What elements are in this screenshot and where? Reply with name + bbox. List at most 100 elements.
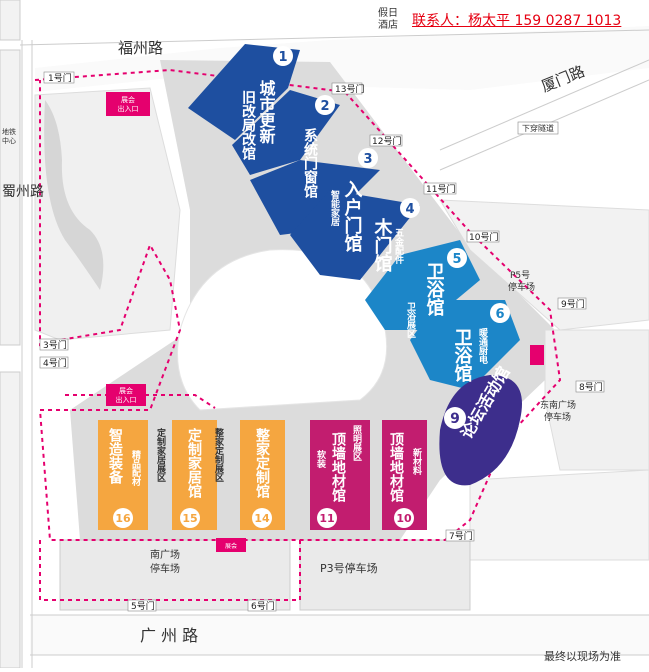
svg-text:9号门: 9号门 [561, 298, 585, 310]
hall-4[interactable] [290, 190, 420, 280]
map-block [469, 469, 649, 561]
hall-3[interactable] [250, 160, 380, 235]
map-block [0, 49, 21, 346]
svg-text:3: 3 [363, 152, 372, 167]
hall-1[interactable] [188, 44, 300, 140]
hall-num-4: 4 [400, 198, 420, 218]
svg-text:整家定制展区: 整家定制展区 [213, 427, 225, 482]
p3-parking [299, 539, 471, 611]
svg-text:6: 6 [495, 307, 504, 322]
svg-text:展会: 展会 [121, 95, 135, 104]
svg-text:1号门: 1号门 [48, 72, 72, 84]
svg-text:1: 1 [278, 50, 287, 65]
svg-text:14: 14 [254, 512, 270, 525]
svg-text:整家定制馆: 整家定制馆 [254, 427, 271, 499]
svg-text:2: 2 [320, 99, 329, 114]
hall-9[interactable] [439, 375, 522, 486]
svg-text:卫浴馆: 卫浴馆 [424, 262, 445, 317]
svg-text:15: 15 [182, 512, 197, 525]
svg-text:城市更新: 城市更新 [257, 80, 276, 145]
label-p5: P5号 [510, 270, 530, 281]
svg-text:暖通厨电: 暖通厨电 [477, 327, 488, 365]
svg-text:出入口: 出入口 [116, 395, 137, 404]
hall-num-11: 11 [317, 508, 337, 528]
hall-num-2: 2 [315, 95, 335, 115]
hall-num-3: 3 [358, 148, 378, 168]
svg-text:4号门: 4号门 [43, 357, 67, 369]
svg-text:13号门: 13号门 [335, 83, 364, 95]
svg-text:智能家居: 智能家居 [329, 189, 340, 227]
road-guangzhou: 广 州 路 [140, 626, 198, 645]
svg-text:4: 4 [405, 202, 414, 217]
map-block [0, 0, 21, 41]
svg-text:入户门馆: 入户门馆 [342, 180, 363, 253]
svg-text:12号门: 12号门 [372, 135, 401, 147]
svg-text:停车场: 停车场 [508, 281, 535, 293]
svg-text:定制家居馆: 定制家居馆 [186, 427, 202, 499]
hall-num-14: 14 [252, 508, 272, 528]
road-shuzhou: 蜀州路 [2, 184, 44, 200]
svg-text:精品配材: 精品配材 [130, 449, 142, 487]
leaf-shape [44, 100, 104, 290]
svg-text:9: 9 [450, 411, 460, 427]
hall-num-16: 16 [113, 508, 133, 528]
svg-text:停车场: 停车场 [544, 411, 571, 423]
svg-text:出入口: 出入口 [118, 104, 139, 113]
svg-text:系统门窗馆: 系统门窗馆 [302, 127, 318, 199]
hall-num-5: 5 [447, 248, 467, 268]
gate-labels: 1号门 13号门 12号门 11号门 10号门 9号门 8号门 7号门 6号门 … [39, 71, 605, 612]
svg-text:智造装备: 智造装备 [107, 427, 124, 484]
hotel-label: 假日酒店 [378, 8, 398, 31]
metro-label: 地铁中心 [2, 128, 16, 145]
entrance-marker [530, 345, 544, 365]
hall-labels: 城市更新 旧改局改馆 系统门窗馆 入户门馆 智能家居 木门馆 五金配件 卫浴馆 … [107, 80, 513, 503]
map-block [0, 371, 21, 669]
svg-text:8号门: 8号门 [579, 381, 603, 393]
svg-text:5: 5 [452, 252, 461, 267]
hall-num-9: 9 [444, 407, 466, 429]
svg-text:五金配件: 五金配件 [393, 228, 405, 265]
label-xiachuan: 下穿隧道 [522, 123, 554, 133]
label-south-parking: 南广场 [150, 548, 180, 561]
svg-text:照明展区: 照明展区 [351, 425, 362, 461]
svg-text:定制家居展区: 定制家居展区 [155, 427, 167, 482]
svg-text:顶墙地材馆: 顶墙地材馆 [388, 432, 404, 503]
svg-text:7号门: 7号门 [449, 530, 473, 542]
label-southeast-parking: 东南广场 [540, 399, 576, 411]
svg-text:卫浴展区: 卫浴展区 [405, 302, 416, 338]
svg-text:木门馆: 木门馆 [372, 217, 394, 273]
road-surface [30, 615, 649, 655]
hall-num-15: 15 [180, 508, 200, 528]
hall-num-6: 6 [490, 303, 510, 323]
svg-text:展会: 展会 [225, 542, 237, 550]
road-fuzhou: 福州路 [118, 39, 163, 57]
svg-text:旧改局改馆: 旧改局改馆 [240, 90, 256, 161]
hall-num-10: 10 [394, 508, 414, 528]
map-block [34, 87, 181, 341]
hall-num-1: 1 [273, 46, 293, 66]
svg-text:6号门: 6号门 [251, 600, 275, 612]
label-p3: P3号停车场 [320, 561, 378, 575]
svg-text:卫浴馆: 卫浴馆 [452, 328, 473, 383]
svg-text:16: 16 [115, 512, 131, 525]
svg-text:11号门: 11号门 [426, 183, 455, 195]
svg-text:11: 11 [319, 512, 334, 525]
svg-text:顶墙地材馆: 顶墙地材馆 [330, 432, 346, 503]
svg-text:停车场: 停车场 [150, 562, 180, 575]
svg-text:新材料: 新材料 [411, 447, 423, 476]
svg-text:展会: 展会 [119, 386, 133, 395]
svg-text:5号门: 5号门 [131, 600, 155, 612]
entrance-marker: 展会 [216, 538, 246, 552]
svg-text:10号门: 10号门 [469, 231, 498, 243]
hall-6[interactable] [410, 300, 520, 390]
map-block [544, 329, 649, 471]
entrance-marker: 展会 出入口 [106, 384, 146, 406]
entrance-marker: 展会 出入口 [106, 92, 150, 116]
contact-info: 联系人：杨太平 159 0287 1013 [412, 13, 622, 29]
hall-2[interactable] [232, 90, 340, 175]
svg-text:10: 10 [396, 512, 412, 525]
svg-text:软装: 软装 [315, 449, 327, 469]
svg-text:3号门: 3号门 [43, 339, 67, 351]
footnote: 最终以现场为准 [544, 650, 621, 663]
